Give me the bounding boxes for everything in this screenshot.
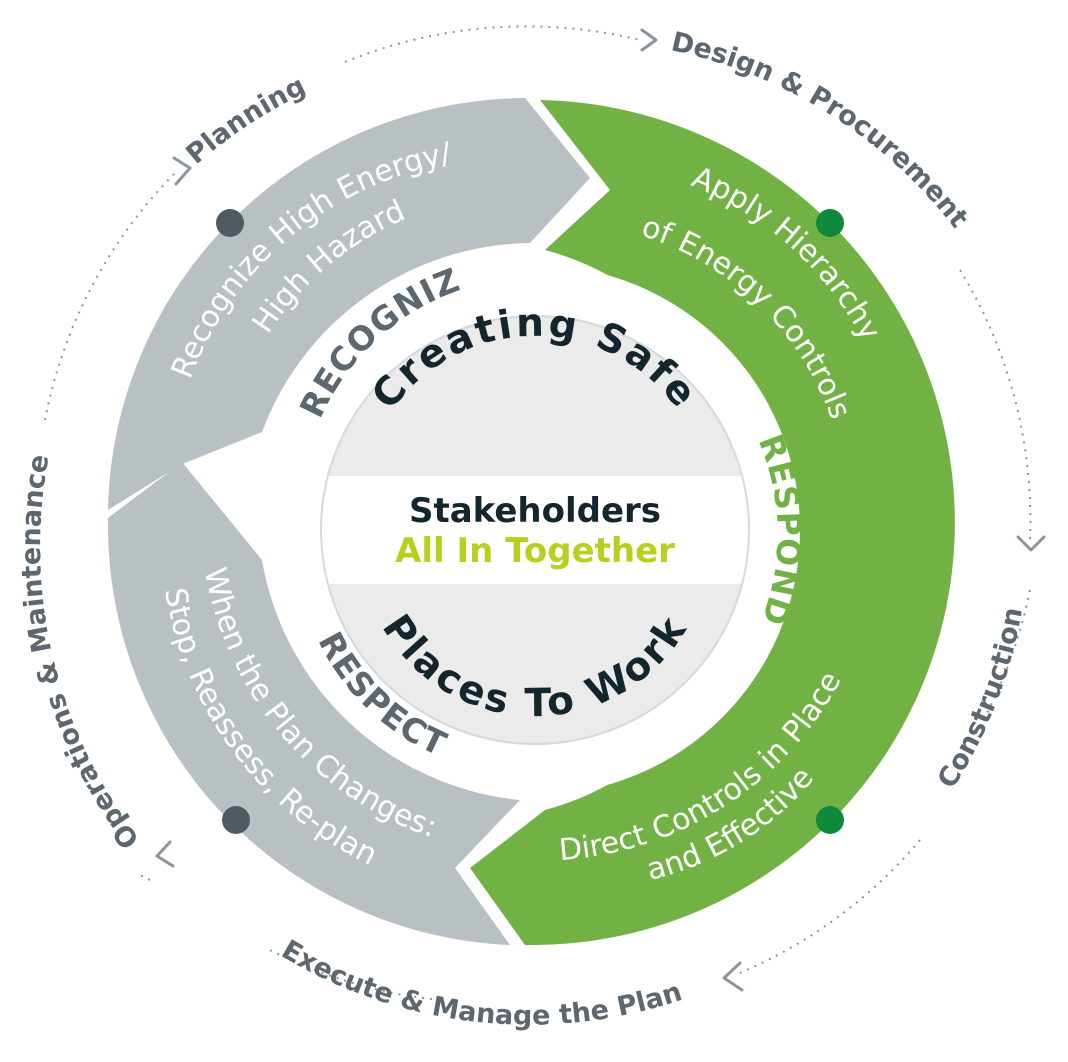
respect-dot: [222, 806, 250, 834]
center-band: [320, 476, 750, 584]
direct-dot: [816, 806, 844, 834]
ring-segments: [107, 98, 955, 946]
outer-cycle-arrows: [44, 25, 1032, 1001]
respect-segment: [107, 462, 520, 945]
phase-execute-manage: Execute & Manage the Plan: [276, 934, 685, 1031]
center-all-in-together: All In Together: [395, 531, 675, 571]
phase-planning: Planning: [180, 70, 310, 170]
arrowhead-icon: [172, 156, 192, 186]
phase-construction: Construction: [932, 605, 1029, 794]
arrowhead-icon: [722, 961, 744, 992]
recognize-dot: [216, 209, 244, 237]
arrowhead-icon: [155, 840, 175, 868]
apply-dot: [816, 209, 844, 237]
recognize-segment: [108, 98, 590, 510]
center-stakeholders: Stakeholders: [409, 491, 661, 531]
arrowheads: [155, 28, 1046, 992]
respond-segment: [470, 100, 955, 946]
arrowhead-icon: [1016, 535, 1046, 552]
arrowhead-icon: [640, 28, 658, 52]
